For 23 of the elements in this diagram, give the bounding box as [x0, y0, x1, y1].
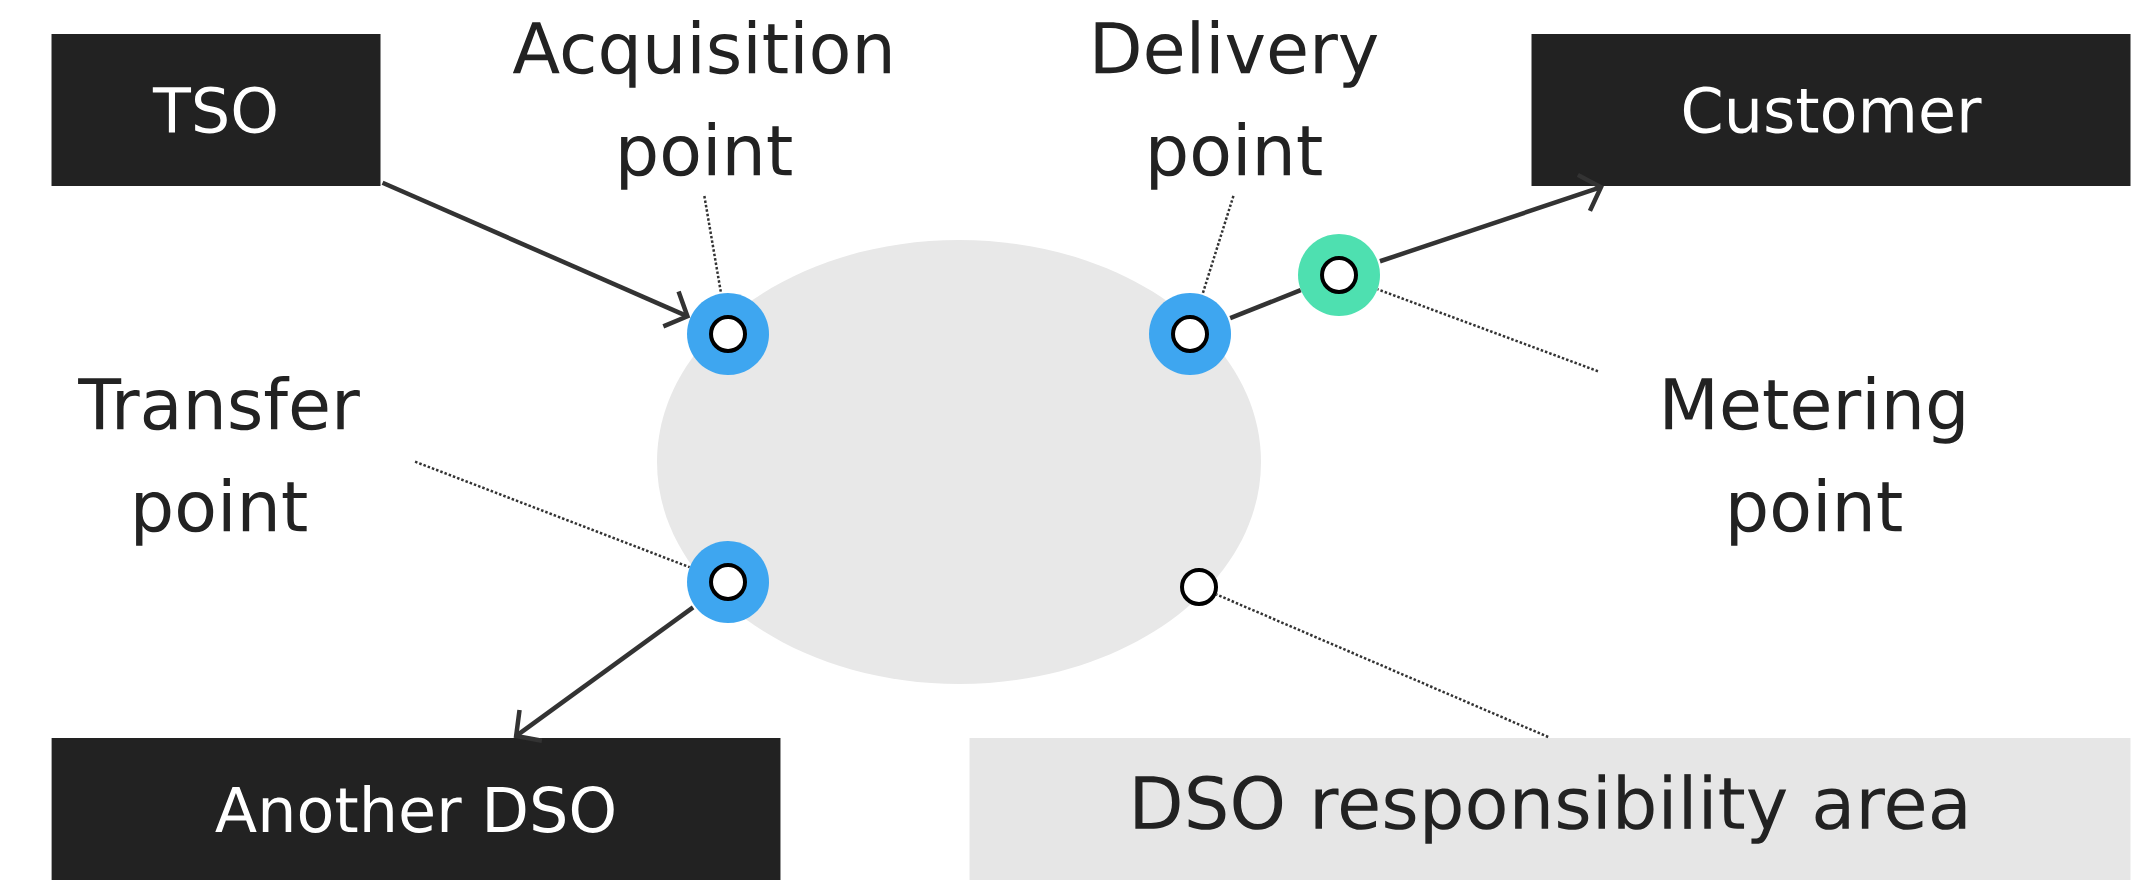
label-box: TSO: [51, 34, 381, 186]
point-marker: [1180, 568, 1218, 606]
leader-line: [1377, 288, 1599, 373]
leader-line: [414, 460, 690, 569]
arrow: [381, 180, 691, 329]
connection-point: [687, 541, 769, 623]
arrow: [1379, 172, 1604, 264]
connection-point: [687, 293, 769, 375]
leader-line: [1201, 195, 1235, 296]
label-box: Customer: [1531, 34, 2131, 186]
leader-line: [703, 195, 723, 294]
area-label-box: DSO responsibility area: [969, 738, 2131, 880]
label-box: Another DSO: [51, 738, 781, 880]
area-ellipse: [657, 240, 1261, 684]
point-label: Transfer point: [78, 376, 360, 546]
leader-line: [1215, 593, 1549, 739]
point-label: Acquisition point: [512, 20, 890, 190]
point-label: Metering point: [1665, 376, 1964, 546]
connector-line: [1229, 288, 1302, 321]
point-label: Delivery point: [1095, 20, 1378, 190]
connection-point: [1298, 234, 1380, 316]
arrow: [513, 605, 695, 743]
connection-point: [1149, 293, 1231, 375]
